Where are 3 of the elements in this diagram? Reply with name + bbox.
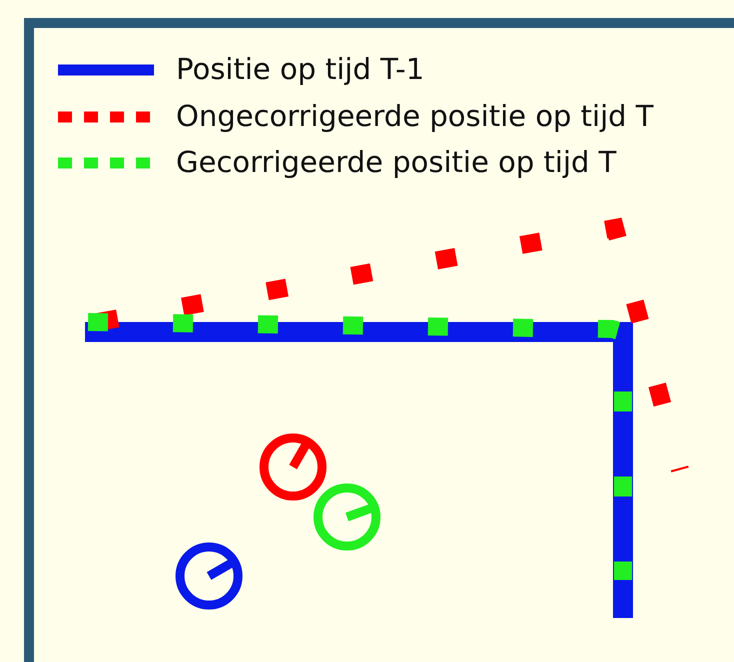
legend-label: Positie op tijd T-1 (176, 52, 424, 86)
legend-label: Gecorrigeerde positie op tijd T (176, 145, 616, 179)
legend-label: Ongecorrigeerde positie op tijd T (176, 99, 654, 133)
